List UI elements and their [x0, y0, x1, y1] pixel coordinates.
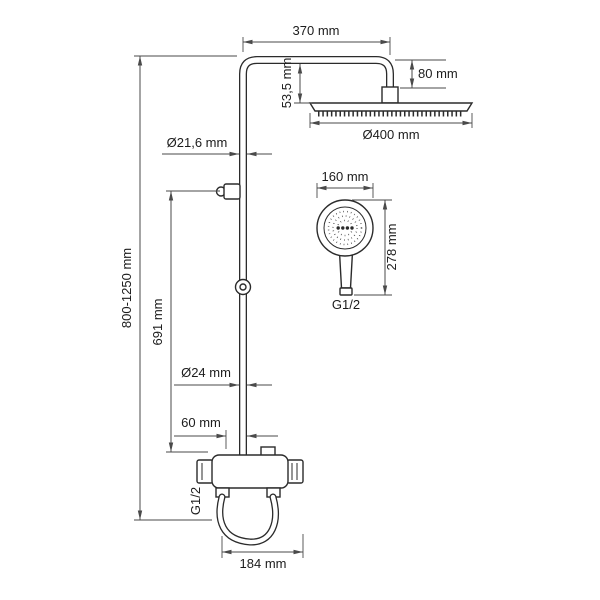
slider-bracket [215, 183, 241, 200]
dim-handshower-width: 160 mm [316, 169, 374, 198]
dim-handshower-length: 278 mm [352, 199, 399, 296]
center-nozzle-3 [345, 226, 350, 230]
dim-upper-pipe-diameter: Ø21,6 mm [162, 135, 272, 157]
thermostatic-mixer [196, 446, 304, 498]
right-handle [286, 459, 304, 484]
dim-arm-drop: 80 mm [395, 59, 458, 89]
spray-ring-middle [332, 215, 358, 241]
dim-slide-bar-height: 691 mm [150, 190, 220, 453]
left-handle [196, 459, 214, 484]
hand-shower-nut [339, 287, 353, 296]
hand-shower-rim [316, 199, 374, 257]
dim-spout-offset: 60 mm [174, 415, 278, 449]
dim-upper-pipe-diameter-label: Ø21,6 mm [167, 135, 228, 150]
dim-head-diameter: Ø400 mm [309, 113, 473, 142]
dim-mixer-width: 184 mm [221, 534, 304, 571]
head-disc [308, 102, 474, 112]
center-nozzle-2 [341, 226, 345, 230]
hand-shower [316, 199, 374, 296]
mixer-body [211, 454, 289, 489]
dim-top-width: 370 mm [242, 23, 391, 55]
dim-spout-offset-label: 60 mm [181, 415, 221, 430]
inlet-thread-label: G1/2 [188, 487, 203, 515]
dim-overall-height-label: 800-1250 mm [119, 248, 134, 328]
head-connector [381, 86, 399, 104]
center-nozzle-4 [350, 226, 354, 230]
pipe-outline [239, 56, 394, 460]
shower-hose [216, 493, 279, 546]
dim-head-offset-label: 53,5 mm [279, 58, 294, 109]
hose-holder-knob [234, 278, 252, 296]
dim-arm-drop-label: 80 mm [418, 66, 458, 81]
holder-pin [239, 283, 247, 291]
hand-shower-face [323, 206, 367, 250]
hose-body [217, 494, 278, 545]
dim-lower-pipe-diameter-label: Ø24 mm [181, 365, 231, 380]
pipe-body [240, 57, 393, 460]
dim-head-diameter-label: Ø400 mm [362, 127, 419, 142]
overhead-shower-head [308, 86, 474, 117]
riser-and-arm-pipe [239, 56, 394, 460]
bracket-body [223, 183, 241, 200]
dim-lower-pipe-diameter: Ø24 mm [174, 365, 272, 388]
dim-overall-height: 800-1250 mm [119, 55, 237, 521]
handshower-thread-label: G1/2 [332, 297, 360, 312]
dim-mixer-width-label: 184 mm [240, 556, 287, 571]
dim-handshower-width-label: 160 mm [322, 169, 369, 184]
dim-head-offset: 53,5 mm [279, 58, 312, 109]
dim-handshower-length-label: 278 mm [384, 224, 399, 271]
spray-ring-outer [327, 210, 363, 246]
dim-slide-bar-height-label: 691 mm [150, 299, 165, 346]
center-nozzle-1 [336, 226, 340, 230]
hand-shower-handle [338, 251, 354, 289]
dim-top-width-label: 370 mm [293, 23, 340, 38]
